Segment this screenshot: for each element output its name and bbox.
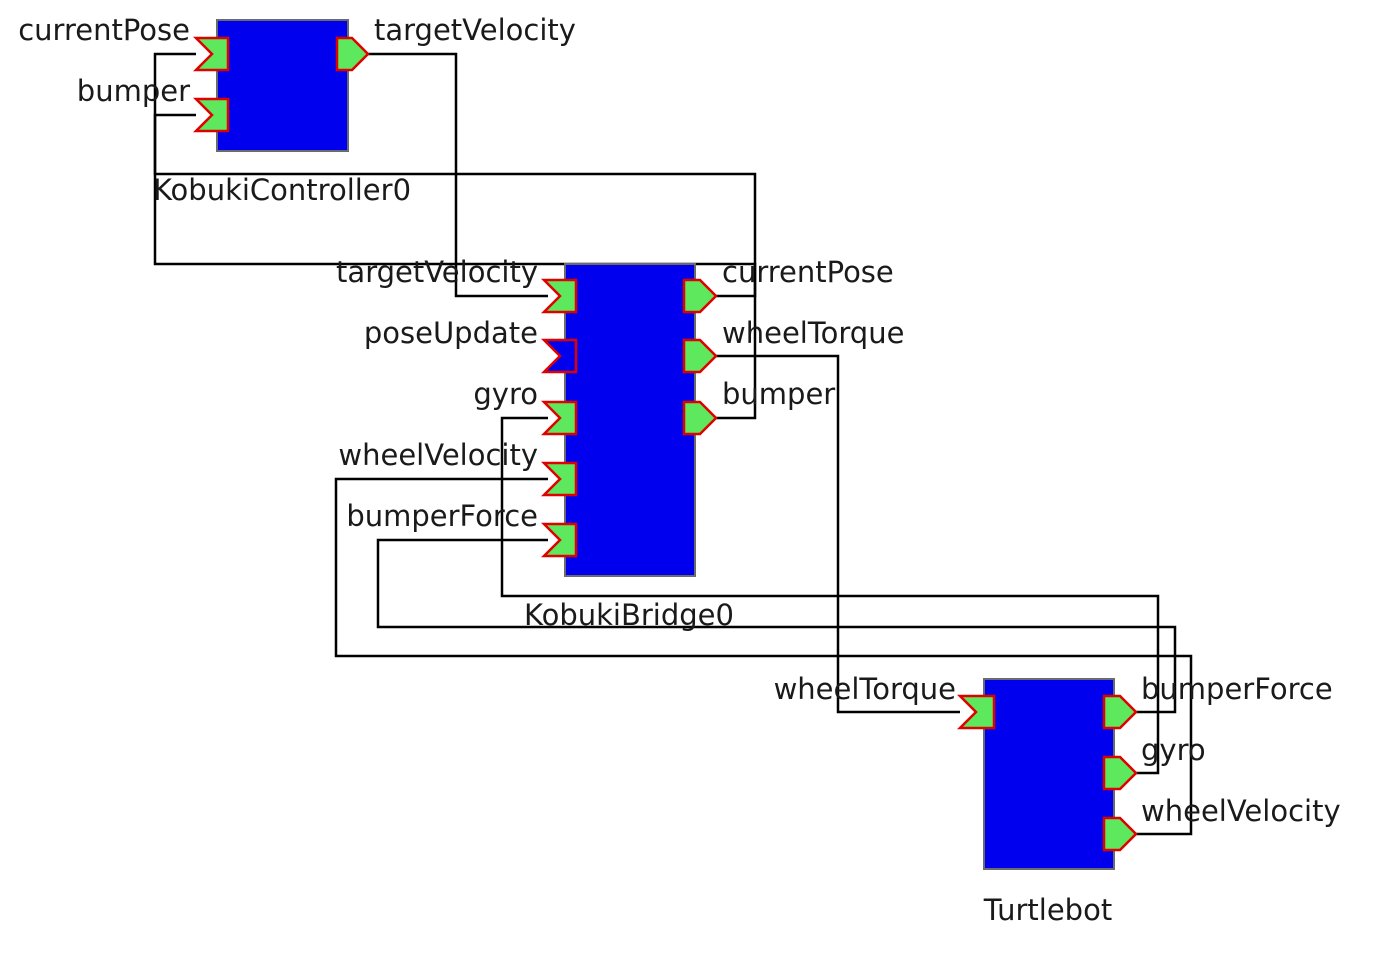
bridge-block-name: KobukiBridge0 bbox=[524, 598, 734, 632]
controller-input-label-bumper: bumper bbox=[77, 74, 190, 108]
bridge-input-port-poseupdate[interactable] bbox=[540, 338, 578, 374]
bridge-input-label-poseupdate: poseUpdate bbox=[364, 316, 538, 350]
bridge-input-label-gyro: gyro bbox=[473, 377, 538, 411]
bridge-block-body[interactable] bbox=[564, 263, 696, 577]
controller-input-port-bumper[interactable] bbox=[192, 97, 230, 133]
turtlebot-input-label-wheeltorque: wheelTorque bbox=[774, 672, 956, 706]
bridge-input-port-gyro[interactable] bbox=[540, 400, 578, 436]
turtlebot-output-label-wheelvelocity: wheelVelocity bbox=[1141, 794, 1341, 828]
wire-bridge-wheeltorque-to-turtlebot-wheeltorque[interactable] bbox=[716, 354, 960, 714]
bridge-input-port-targetvelocity[interactable] bbox=[540, 278, 578, 314]
wire-turtlebot-wheelvelocity-to-bridge-wheelvelocity[interactable] bbox=[334, 477, 1193, 836]
bridge-output-port-currentpose[interactable] bbox=[682, 278, 718, 314]
bridge-output-label-bumper: bumper bbox=[722, 377, 835, 411]
wire-turtlebot-gyro-to-bridge-gyro[interactable] bbox=[500, 416, 1160, 775]
controller-block-body[interactable] bbox=[216, 19, 349, 152]
turtlebot-output-label-gyro: gyro bbox=[1141, 733, 1206, 767]
controller-input-label-currentpose: currentPose bbox=[18, 13, 190, 47]
turtlebot-input-port-wheeltorque[interactable] bbox=[956, 694, 996, 730]
wire-bridge-currentpose-to-controller-currentpose[interactable] bbox=[153, 52, 757, 298]
bridge-input-port-wheelvelocity[interactable] bbox=[540, 461, 578, 497]
block-turtlebot[interactable]: wheelTorque bumperForce gyro wheelVeloci… bbox=[774, 672, 1341, 927]
wire-bridge-bumper-to-controller-bumper[interactable] bbox=[153, 113, 757, 420]
bridge-output-port-wheeltorque[interactable] bbox=[682, 338, 718, 374]
bridge-input-label-wheelvelocity: wheelVelocity bbox=[338, 438, 538, 472]
bridge-input-port-bumperforce[interactable] bbox=[540, 522, 578, 558]
turtlebot-output-port-bumperforce[interactable] bbox=[1102, 694, 1138, 730]
wire-turtlebot-bumperforce-to-bridge-bumperforce[interactable] bbox=[376, 538, 1177, 714]
turtlebot-block-name: Turtlebot bbox=[983, 893, 1112, 927]
connection-wires bbox=[153, 52, 1193, 836]
controller-block-name: KobukiController0 bbox=[153, 173, 411, 207]
turtlebot-output-port-gyro[interactable] bbox=[1102, 755, 1138, 791]
controller-input-port-currentpose[interactable] bbox=[192, 36, 230, 72]
bridge-input-label-targetvelocity: targetVelocity bbox=[336, 255, 538, 289]
turtlebot-output-label-bumperforce: bumperForce bbox=[1141, 672, 1333, 706]
bridge-output-label-currentpose: currentPose bbox=[722, 255, 894, 289]
controller-output-label-targetvelocity: targetVelocity bbox=[374, 13, 576, 47]
bridge-output-label-wheeltorque: wheelTorque bbox=[722, 316, 904, 350]
block-kobuki-bridge[interactable]: targetVelocity poseUpdate gyro wheelVelo… bbox=[336, 255, 904, 632]
controller-output-port-targetvelocity[interactable] bbox=[335, 36, 370, 72]
block-kobuki-controller[interactable]: currentPose bumper targetVelocity Kobuki… bbox=[18, 13, 576, 207]
bridge-output-port-bumper[interactable] bbox=[682, 400, 718, 436]
turtlebot-block-body[interactable] bbox=[983, 678, 1115, 870]
turtlebot-output-port-wheelvelocity[interactable] bbox=[1102, 816, 1138, 852]
bridge-input-label-bumperforce: bumperForce bbox=[346, 499, 538, 533]
